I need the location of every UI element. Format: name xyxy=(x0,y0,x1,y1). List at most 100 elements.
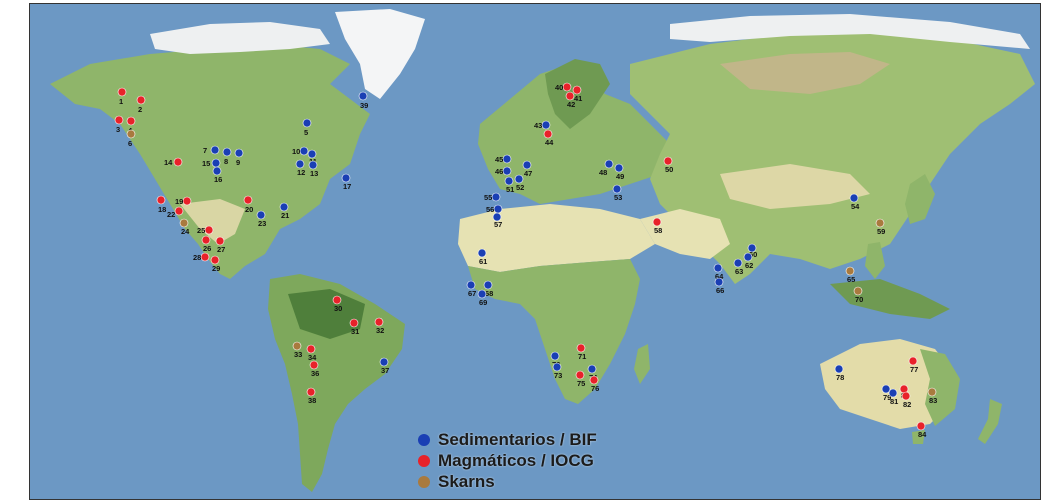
deposit-dot-sedimentarios xyxy=(743,252,753,262)
deposit-marker-36: 36 xyxy=(309,360,319,378)
deposit-dot-sedimentarios xyxy=(307,149,317,159)
deposit-dot-magmaticos xyxy=(374,317,384,327)
deposit-number-label: 38 xyxy=(308,396,316,405)
deposit-dot-sedimentarios xyxy=(466,280,476,290)
deposit-marker-8: 8 xyxy=(222,147,232,166)
deposit-dot-magmaticos xyxy=(572,85,582,95)
deposit-marker-66: 66 xyxy=(714,277,724,295)
africa-landmass xyxy=(468,259,640,404)
deposit-marker-69: 69 xyxy=(477,289,487,307)
legend-label: Magmáticos / IOCG xyxy=(438,450,594,470)
deposit-number-label: 2 xyxy=(138,105,142,114)
deposit-number-label: 26 xyxy=(203,244,211,253)
new-zealand xyxy=(978,399,1002,444)
deposit-dot-sedimentarios xyxy=(834,364,844,374)
deposit-number-label: 7 xyxy=(203,146,207,155)
deposit-number-label: 3 xyxy=(116,125,120,134)
deposit-dot-sedimentarios xyxy=(299,146,309,156)
deposit-dot-magmaticos xyxy=(126,116,136,126)
deposit-number-label: 22 xyxy=(167,210,175,219)
deposit-marker-1: 1 xyxy=(117,87,127,106)
deposit-dot-skarns xyxy=(853,286,863,296)
deposit-marker-37: 37 xyxy=(379,357,389,375)
central-asia-desert xyxy=(720,164,870,209)
deposit-number-label: 79 xyxy=(883,393,891,402)
deposit-dot-sedimentarios xyxy=(612,184,622,194)
deposit-number-label: 55 xyxy=(484,193,492,202)
deposit-number-label: 58 xyxy=(654,226,662,235)
deposit-marker-24: 24 xyxy=(179,218,190,236)
deposit-number-label: 19 xyxy=(175,197,183,206)
deposit-dot-skarns xyxy=(845,266,855,276)
sedimentarios-dot-icon xyxy=(418,433,430,446)
deposit-number-label: 5 xyxy=(304,128,308,137)
deposit-marker-60: 60 xyxy=(747,243,757,259)
deposit-number-label: 75 xyxy=(577,379,585,388)
mexico-desert xyxy=(180,199,245,244)
legend-item-magmaticos: Magmáticos / IOCG xyxy=(418,451,597,470)
deposit-marker-61: 61 xyxy=(477,248,487,266)
deposit-marker-73: 73 xyxy=(552,362,562,380)
deposit-dot-magmaticos xyxy=(200,252,210,262)
deposit-marker-67: 67 xyxy=(466,280,476,298)
deposit-dot-magmaticos xyxy=(204,225,214,235)
deposit-dot-skarns xyxy=(179,218,189,228)
deposit-number-label: 66 xyxy=(716,286,724,295)
legend-item-skarns: Skarns xyxy=(418,472,597,491)
deposit-number-label: 53 xyxy=(614,193,622,202)
deposit-number-label: 82 xyxy=(903,400,911,409)
deposit-number-label: 59 xyxy=(877,227,885,236)
deposit-marker-26: 26 xyxy=(201,235,211,253)
deposit-number-label: 42 xyxy=(567,100,575,109)
deposit-number-label: 51 xyxy=(506,185,514,194)
deposit-number-label: 40 xyxy=(555,83,563,92)
deposit-number-label: 12 xyxy=(297,168,305,177)
deposit-dot-sedimentarios xyxy=(888,388,898,398)
deposit-number-label: 68 xyxy=(485,289,493,298)
deposit-marker-31: 31 xyxy=(349,318,359,336)
deposit-number-label: 29 xyxy=(212,264,220,273)
deposit-marker-83: 83 xyxy=(927,387,937,405)
deposit-marker-46: 46 xyxy=(495,166,512,176)
deposit-marker-65: 65 xyxy=(845,266,855,284)
deposit-dot-sedimentarios xyxy=(587,364,597,374)
deposit-dot-sedimentarios xyxy=(552,362,562,372)
deposit-marker-38: 38 xyxy=(306,387,316,405)
deposit-number-label: 16 xyxy=(214,175,222,184)
deposit-number-label: 6 xyxy=(128,139,132,148)
deposit-dot-magmaticos xyxy=(901,391,911,401)
deposit-marker-5: 5 xyxy=(302,118,312,137)
deposit-dot-sedimentarios xyxy=(733,258,743,268)
deposit-number-label: 34 xyxy=(308,353,317,362)
deposit-number-label: 27 xyxy=(217,245,225,254)
deposit-dot-skarns xyxy=(126,129,136,139)
deposit-number-label: 45 xyxy=(495,155,503,164)
legend-item-sedimentarios: Sedimentarios / BIF xyxy=(418,430,597,449)
deposit-number-label: 24 xyxy=(181,227,190,236)
deposit-number-label: 44 xyxy=(545,138,554,147)
deposit-dot-sedimentarios xyxy=(514,174,524,184)
deposit-marker-39: 39 xyxy=(358,91,368,110)
deposit-marker-84: 84 xyxy=(916,421,927,439)
deposit-marker-13: 13 xyxy=(308,160,318,178)
deposit-dot-sedimentarios xyxy=(211,158,221,168)
north-america-landmass xyxy=(50,44,370,279)
deposit-number-label: 15 xyxy=(202,159,210,168)
map-canvas: 1234567891011121314151617181920212223242… xyxy=(30,4,1040,499)
deposit-dot-magmaticos xyxy=(575,370,585,380)
deposit-number-label: 57 xyxy=(494,220,502,229)
deposit-marker-44: 44 xyxy=(543,129,554,147)
deposit-marker-15: 15 xyxy=(202,158,221,168)
deposit-dot-magmaticos xyxy=(136,95,146,105)
deposit-dot-magmaticos xyxy=(215,236,225,246)
deposit-number-label: 63 xyxy=(735,267,743,276)
deposit-dot-sedimentarios xyxy=(477,289,487,299)
deposit-number-label: 28 xyxy=(193,253,201,262)
deposit-dot-magmaticos xyxy=(576,343,586,353)
deposit-marker-10: 10 xyxy=(292,146,309,156)
deposit-dot-magmaticos xyxy=(210,255,220,265)
deposit-number-label: 64 xyxy=(715,272,724,281)
amazon-forest xyxy=(288,289,365,339)
deposit-marker-62: 62 xyxy=(743,252,753,270)
deposit-dot-sedimentarios xyxy=(493,204,503,214)
